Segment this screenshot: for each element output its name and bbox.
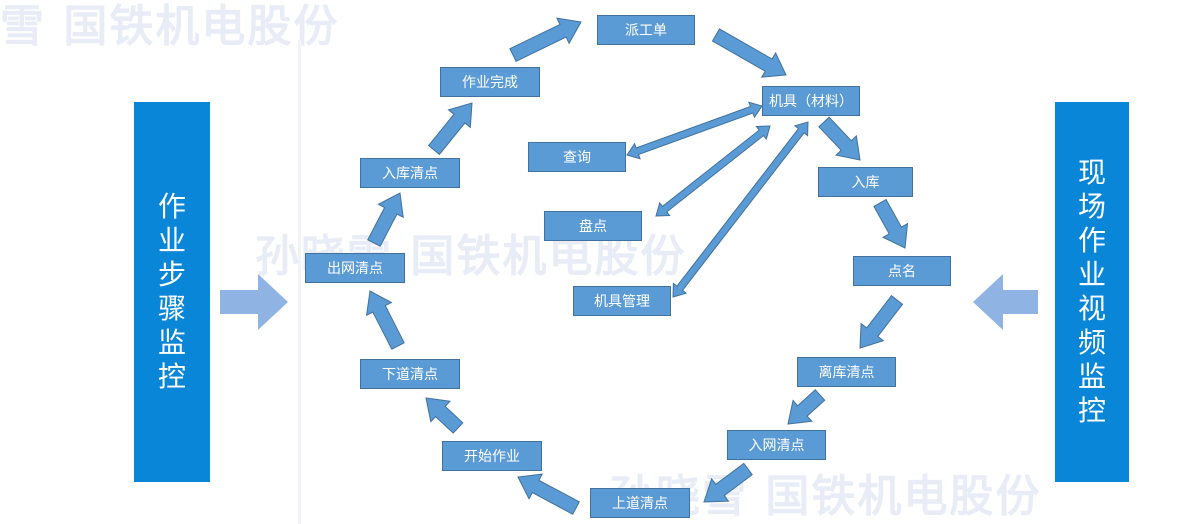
right-banner-char: 视 [1077,292,1106,325]
left-banner-char: 作 [157,190,186,223]
left-banner-char: 步 [157,258,186,291]
right-banner-char: 频 [1077,326,1106,359]
node-inventory: 盘点 [544,211,642,241]
right-banner-char: 业 [1077,258,1106,291]
arrow-leave-storage-check-to-enter-network-check [787,389,826,425]
node-off-track-check: 下道清点 [360,359,460,389]
left-banner-work-step-monitoring: 作 业 步 骤 监 控 [134,102,210,482]
node-storage-in-check: 入库清点 [360,158,460,188]
node-roll-call: 点名 [853,256,951,286]
right-banner-char: 监 [1077,360,1106,393]
left-banner-char: 监 [157,326,186,359]
node-storage-in: 入库 [818,167,913,197]
arrow-dispatch-to-tools [711,28,787,78]
node-tool-management: 机具管理 [573,286,671,316]
right-banner-char: 场 [1077,190,1106,223]
arrow-tools-to-storage-in [818,116,861,161]
arrow-storage-in-to-roll-call [873,198,909,249]
arrow-storage-in-check-to-work-complete [427,102,473,156]
node-enter-network-check: 入网清点 [727,430,826,460]
arrow-enter-network-check-to-on-track-check [703,462,753,503]
divider-line [298,40,301,524]
left-banner-char: 骤 [157,292,186,325]
node-on-track-check: 上道清点 [590,488,690,518]
flow-arrows-group [365,17,909,515]
arrow-start-work-to-off-track-check [425,397,464,434]
node-work-complete: 作业完成 [440,67,540,97]
right-banner-site-video-monitoring: 现 场 作 业 视 频 监 控 [1055,102,1129,482]
right-banner-char: 现 [1077,156,1106,189]
arrow-off-track-check-to-exit-network-check [365,290,405,350]
double-arrow-tools-tool-management [672,121,809,298]
arrow-roll-call-to-leave-storage-check [859,294,904,349]
right-side-arrow [973,274,1038,330]
left-side-arrow [220,274,288,330]
node-tools-materials: 机具（材料） [762,86,860,116]
arrow-exit-network-check-to-storage-in-check [367,192,404,247]
node-start-work: 开始作业 [442,441,542,471]
double-arrows-group [626,101,809,298]
left-banner-char: 业 [157,224,186,257]
node-dispatch: 派工单 [597,15,695,45]
node-query: 查询 [528,142,626,172]
arrow-work-complete-to-dispatch [509,17,582,62]
double-arrow-tools-inventory [655,125,771,217]
left-banner-char: 控 [157,360,186,393]
node-leave-storage-check: 离库清点 [797,357,896,387]
right-banner-char: 作 [1077,224,1106,257]
arrow-on-track-check-to-start-work [517,473,580,515]
right-banner-char: 控 [1077,394,1106,427]
node-exit-network-check: 出网清点 [305,253,405,283]
